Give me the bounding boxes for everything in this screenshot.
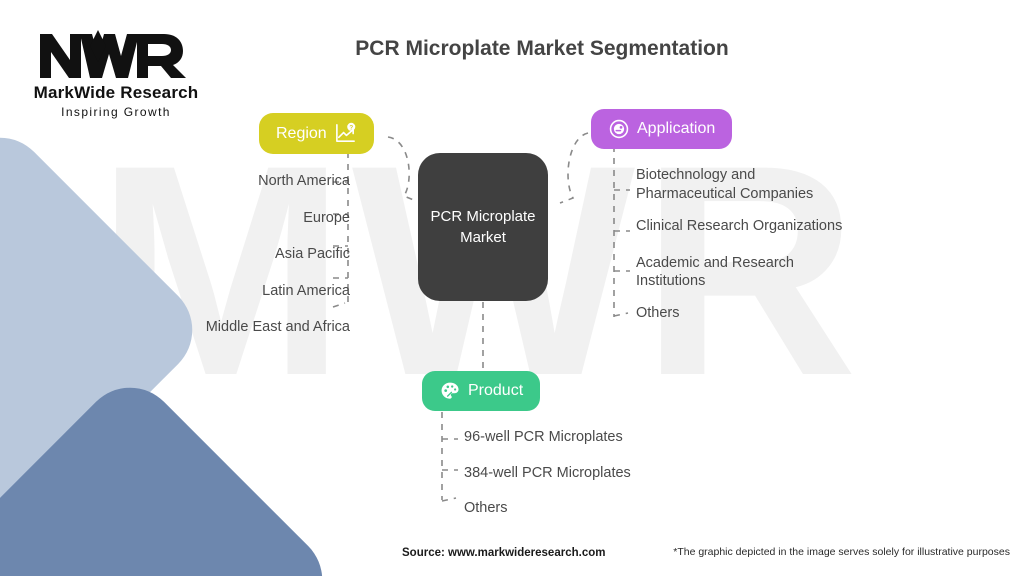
brand-name: MarkWide Research [33,83,199,102]
page-title: PCR Microplate Market Segmentation [355,37,729,60]
segment-badge-application[interactable]: Application [591,109,733,149]
list-item: Biotechnology and Pharmaceutical Compani… [636,167,814,202]
list-item: Others [464,500,508,517]
list-item: Clinical Research Organizations [636,218,843,235]
source-note: Source: www.markwideresearch.com [402,547,606,559]
list-item: Middle East and Africa [205,319,350,336]
list-item: 384-well PCR Microplates [464,464,631,481]
segment-badge-region-label: Region [276,124,327,142]
svg-text:?: ? [349,124,353,131]
brand-logo: MarkWide Research Inspiring Growth [26,26,206,119]
center-node: PCR Microplate Market [418,153,548,301]
list-item: Others [636,304,680,321]
application-item-list: Biotechnology and Pharmaceutical Compani… [636,166,966,334]
list-item: 96-well PCR Microplates [464,429,623,445]
segment-badge-product-label: Product [468,382,524,399]
region-item-list: North America Europe Asia Pacific Latin … [90,172,350,355]
disclaimer-note: *The graphic depicted in the image serve… [673,546,1010,558]
segment-badge-product[interactable]: Product [422,371,541,411]
segment-badge-region[interactable]: Region ? [259,113,374,154]
segment-badge-application-label: Application [637,120,716,137]
center-node-label: PCR Microplate Market [430,207,536,246]
product-item-list: 96-well PCR Microplates 384-well PCR Mic… [464,428,764,535]
palette-icon [439,380,461,402]
chart-question-icon: ? [334,122,357,145]
circle-face-icon [608,118,630,140]
list-item: Academic and Research Institutions [636,254,794,290]
mwr-monogram-icon [40,30,186,78]
list-item: Asia Pacific [275,246,350,263]
brand-tagline: Inspiring Growth [61,105,171,119]
list-item: North America [258,173,350,189]
list-item: Latin America [262,282,350,299]
list-item: Europe [303,209,350,226]
